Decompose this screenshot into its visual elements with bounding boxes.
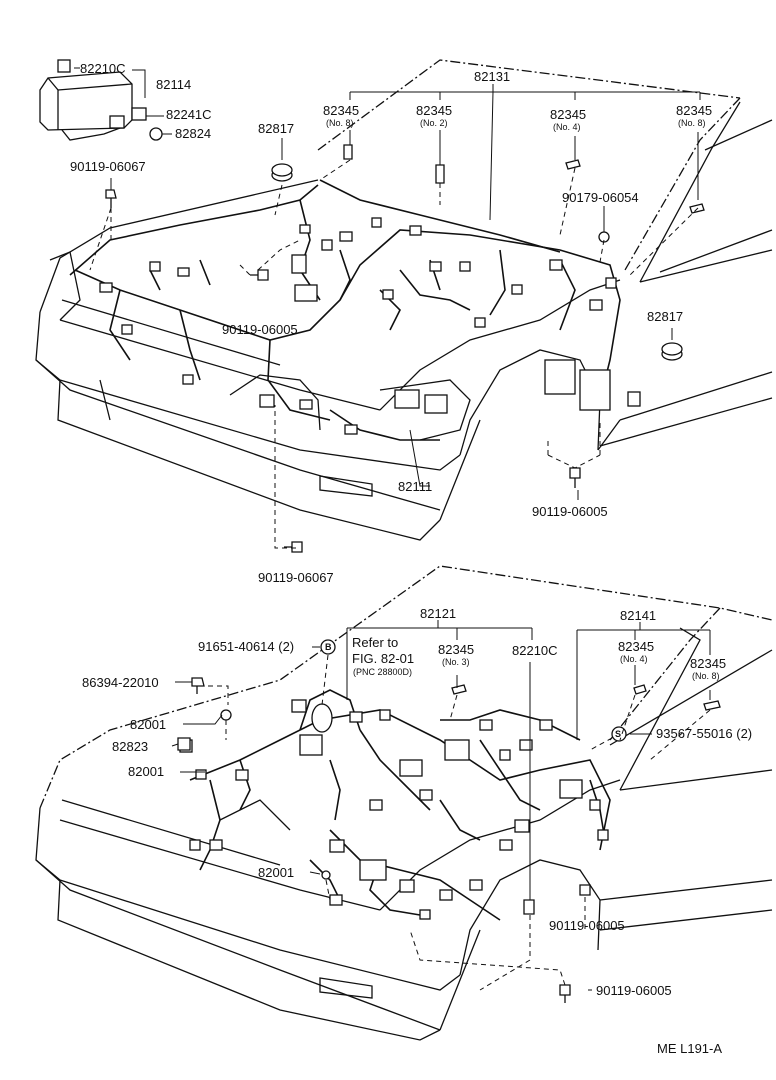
lower-leader-lines	[171, 620, 711, 991]
part-label-82111: 82111	[398, 479, 433, 494]
refer-note-line2: FIG. 82-01	[352, 651, 415, 666]
part-sub-no2: (No. 2)	[420, 118, 448, 128]
circle-s-marker: S	[615, 729, 622, 739]
part-label-82001-top: 82001	[130, 717, 167, 732]
part-sub-no3: (No. 3)	[442, 657, 470, 667]
upper-small-parts	[39, 59, 705, 553]
part-label-82114: 82114	[156, 77, 192, 92]
part-label-82001-mid: 82001	[128, 764, 165, 779]
part-label-82210c-lower: 82210C	[512, 643, 558, 658]
part-sub-no8-right: (No. 8)	[678, 118, 706, 128]
refer-note-line3: (PNC 28800D)	[353, 667, 413, 677]
part-label-86394-22010: 86394-22010	[82, 675, 159, 690]
part-label-90119-06067-upper: 90119-06067	[70, 159, 146, 174]
lower-dashed-lines	[208, 654, 711, 991]
diagram-code: ME L191-A	[657, 1041, 723, 1056]
part-label-82345-no3: 82345	[438, 642, 475, 657]
part-label-90119-06005-upper-right: 90119-06005	[532, 504, 608, 519]
part-label-90119-06005-lower-bottom: 90119-06005	[596, 983, 672, 998]
part-label-82345-no8-right: 82345	[676, 103, 713, 118]
part-label-82131: 82131	[474, 69, 511, 84]
refer-note-line1: Refer to	[352, 635, 399, 650]
part-sub-no4-lower: (No. 4)	[620, 654, 648, 664]
part-sub-no8-lower: (No. 8)	[692, 671, 720, 681]
circle-b-marker: B	[325, 642, 332, 652]
part-sub-no4: (No. 4)	[553, 122, 581, 132]
part-label-82345-no2: 82345	[416, 103, 453, 118]
part-label-82345-no8-left: 82345	[323, 103, 360, 118]
upper-leader-lines	[74, 67, 701, 500]
lower-small-parts	[177, 639, 721, 1003]
part-label-82210c: 82210C	[80, 61, 126, 76]
part-label-90119-06005-upper-left: 90119-06005	[222, 322, 298, 337]
upper-dashed-lines	[89, 159, 699, 549]
part-label-91651-40614: 91651-40614 (2)	[198, 639, 295, 654]
part-label-82817-right: 82817	[647, 309, 684, 324]
lower-connectors	[179, 699, 609, 920]
part-label-82141: 82141	[620, 608, 657, 623]
lower-wire-harness	[189, 689, 611, 921]
part-label-82345-no4: 82345	[550, 107, 587, 122]
part-label-82824: 82824	[175, 126, 212, 141]
upper-car-body	[35, 59, 773, 541]
part-label-82817-top: 82817	[258, 121, 295, 136]
part-label-82121: 82121	[420, 606, 457, 621]
part-label-93567-55016: 93567-55016 (2)	[656, 726, 753, 741]
part-label-82345-no4-lower: 82345	[618, 639, 655, 654]
part-label-90179-06054: 90179-06054	[562, 190, 639, 205]
part-label-82823: 82823	[112, 739, 149, 754]
upper-connectors	[99, 217, 641, 435]
part-sub-no8-left: (No. 8)	[326, 118, 354, 128]
part-label-82001-bottom: 82001	[258, 865, 295, 880]
lower-car-body	[35, 565, 773, 1041]
part-label-82241c: 82241C	[166, 107, 212, 122]
part-label-90119-06067-lower: 90119-06067	[258, 570, 334, 585]
part-label-90119-06005-lower-right: 90119-06005	[549, 918, 625, 933]
part-label-82345-no8-lower: 82345	[690, 656, 727, 671]
